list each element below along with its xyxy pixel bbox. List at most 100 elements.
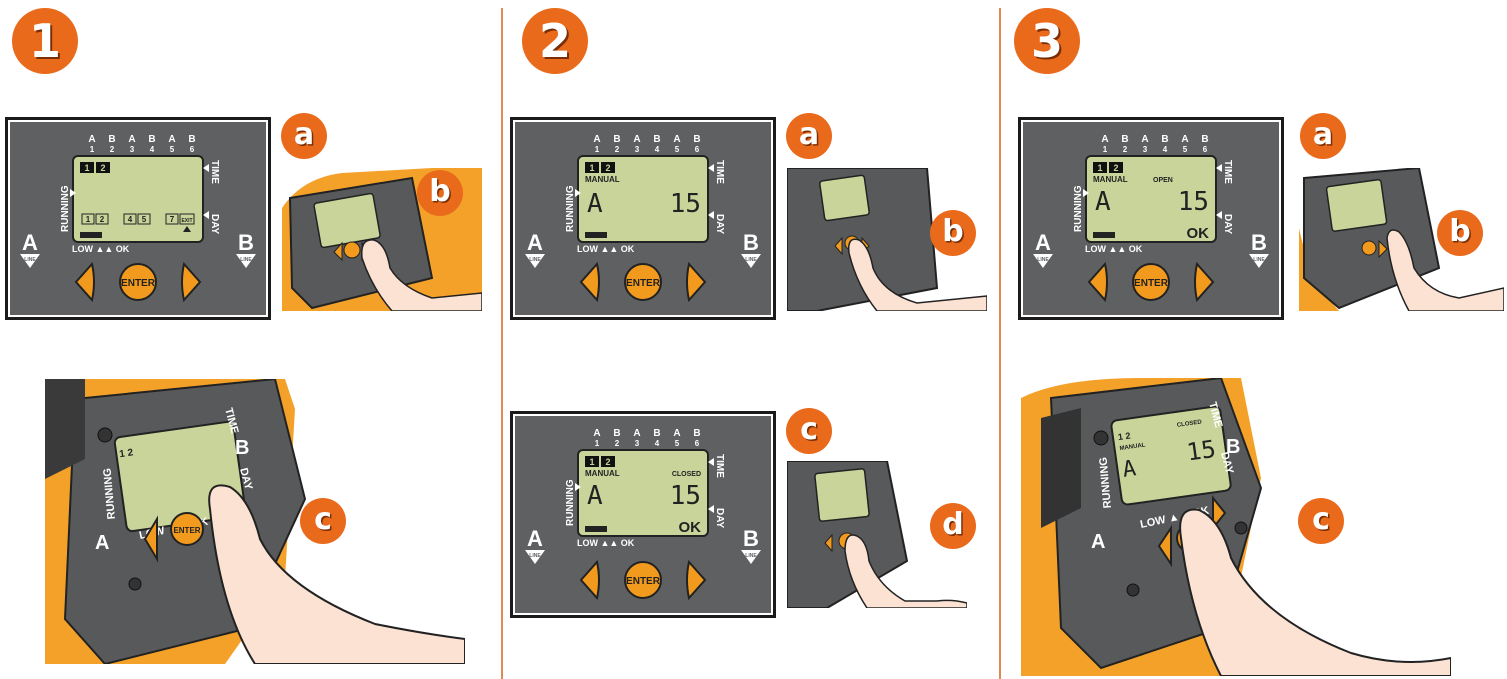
svg-text:2: 2 — [100, 163, 105, 173]
photo-3c: 1 2 MANUAL CLOSED A 15 RUNNING TIME DAY … — [1021, 378, 1451, 676]
svg-text:6: 6 — [695, 145, 700, 154]
badge-3c: c — [1298, 498, 1344, 544]
svg-text:DAY: DAY — [714, 508, 725, 529]
svg-text:ENTER: ENTER — [626, 576, 661, 587]
svg-text:1 2: 1 2 — [1117, 431, 1131, 443]
controller-panel-3a: AB AB AB 12 34 56 12 MANUAL OPEN A 15 OK… — [1018, 117, 1284, 320]
svg-text:EXIT: EXIT — [181, 218, 192, 224]
svg-text:TIME: TIME — [1222, 160, 1233, 184]
lcd-status: CLOSED — [672, 471, 701, 478]
svg-text:15: 15 — [1178, 187, 1209, 217]
svg-text:2: 2 — [615, 145, 620, 154]
svg-text:B: B — [693, 428, 700, 439]
svg-text:LINE: LINE — [745, 553, 757, 559]
svg-text:ENTER: ENTER — [121, 278, 156, 289]
svg-text:B: B — [653, 134, 660, 145]
svg-text:2: 2 — [100, 215, 105, 224]
svg-text:B: B — [743, 526, 759, 551]
svg-text:5: 5 — [675, 145, 680, 154]
svg-text:LOW ▲▲ OK: LOW ▲▲ OK — [577, 244, 635, 254]
svg-text:4: 4 — [1163, 145, 1168, 154]
svg-text:B: B — [693, 134, 700, 145]
lcd-value: 15 — [670, 189, 701, 219]
svg-text:ENTER: ENTER — [1134, 278, 1169, 289]
svg-text:OPEN: OPEN — [1153, 177, 1173, 184]
svg-text:B: B — [613, 428, 620, 439]
svg-text:6: 6 — [695, 439, 700, 448]
lcd-ok: OK — [679, 519, 702, 536]
step-number-1: 1 — [12, 8, 78, 74]
svg-text:RUNNING: RUNNING — [1073, 185, 1084, 232]
svg-text:2: 2 — [615, 439, 620, 448]
svg-text:LINE: LINE — [529, 257, 541, 263]
svg-text:5: 5 — [1183, 145, 1188, 154]
svg-text:2: 2 — [1113, 163, 1118, 173]
svg-text:A: A — [527, 230, 543, 255]
svg-text:LINE: LINE — [745, 257, 757, 263]
svg-text:MANUAL: MANUAL — [585, 469, 620, 478]
svg-text:B: B — [1251, 230, 1267, 255]
svg-text:B: B — [1226, 436, 1240, 458]
svg-text:3: 3 — [635, 439, 640, 448]
badge-2c: c — [786, 408, 832, 454]
svg-text:B: B — [613, 134, 620, 145]
svg-text:4: 4 — [150, 145, 155, 154]
svg-text:5: 5 — [142, 215, 147, 224]
svg-text:1: 1 — [1103, 145, 1108, 154]
controller-panel-1a: A B A B A B 1 2 3 4 5 6 12 12 45 7EXIT — [5, 117, 271, 320]
zone-top-5: A — [168, 134, 175, 145]
svg-text:15: 15 — [670, 481, 701, 511]
svg-text:LOW ▲▲ OK: LOW ▲▲ OK — [1085, 244, 1143, 254]
svg-text:5: 5 — [675, 439, 680, 448]
svg-text:OK: OK — [1187, 225, 1210, 242]
zone-top-6: B — [188, 134, 195, 145]
svg-text:7: 7 — [170, 215, 175, 224]
step-number-3: 3 — [1014, 8, 1080, 74]
svg-text:1: 1 — [589, 163, 594, 173]
svg-text:B: B — [743, 230, 759, 255]
svg-text:1: 1 — [84, 163, 89, 173]
badge-3a: a — [1300, 113, 1346, 159]
svg-text:4: 4 — [655, 145, 660, 154]
zone-top-1: A — [88, 134, 95, 145]
svg-text:4: 4 — [655, 439, 660, 448]
svg-text:1: 1 — [589, 457, 594, 467]
svg-text:RUNNING: RUNNING — [565, 185, 576, 232]
svg-text:A: A — [95, 532, 109, 554]
svg-text:1: 1 — [595, 439, 600, 448]
lcd-mode: MANUAL — [585, 175, 620, 184]
photo-1c: 1 2 RUNNING TIME DAY LOW ▲▲ OK A B ENTER — [45, 379, 465, 664]
step-number-2: 2 — [522, 8, 588, 74]
svg-text:6: 6 — [190, 145, 195, 154]
svg-text:3: 3 — [130, 145, 135, 154]
svg-text:15: 15 — [1185, 435, 1218, 467]
lcd-line: A — [587, 189, 603, 219]
svg-text:TIME: TIME — [714, 160, 725, 184]
svg-text:2: 2 — [605, 163, 610, 173]
svg-text:6: 6 — [1203, 145, 1208, 154]
svg-text:B: B — [1121, 134, 1128, 145]
day-label: DAY — [209, 214, 220, 235]
svg-text:1: 1 — [90, 145, 95, 154]
badge-3b: b — [1437, 210, 1483, 256]
svg-text:2: 2 — [605, 457, 610, 467]
badge-2a: a — [786, 113, 832, 159]
svg-text:ENTER: ENTER — [626, 278, 661, 289]
badge-1c: c — [300, 498, 346, 544]
zone-top-2: B — [108, 134, 115, 145]
svg-text:1 2: 1 2 — [119, 447, 135, 460]
svg-text:A: A — [673, 134, 680, 145]
svg-text:TIME: TIME — [714, 454, 725, 478]
svg-text:LINE: LINE — [1253, 257, 1265, 263]
svg-text:2: 2 — [110, 145, 115, 154]
svg-text:A: A — [1095, 187, 1111, 217]
svg-text:DAY: DAY — [1222, 214, 1233, 235]
svg-text:A: A — [1035, 230, 1051, 255]
svg-text:A: A — [673, 428, 680, 439]
svg-text:B: B — [235, 437, 249, 459]
time-label: TIME — [209, 160, 220, 184]
badge-2b: b — [930, 210, 976, 256]
svg-text:A: A — [527, 526, 543, 551]
svg-text:RUNNING: RUNNING — [565, 479, 576, 526]
